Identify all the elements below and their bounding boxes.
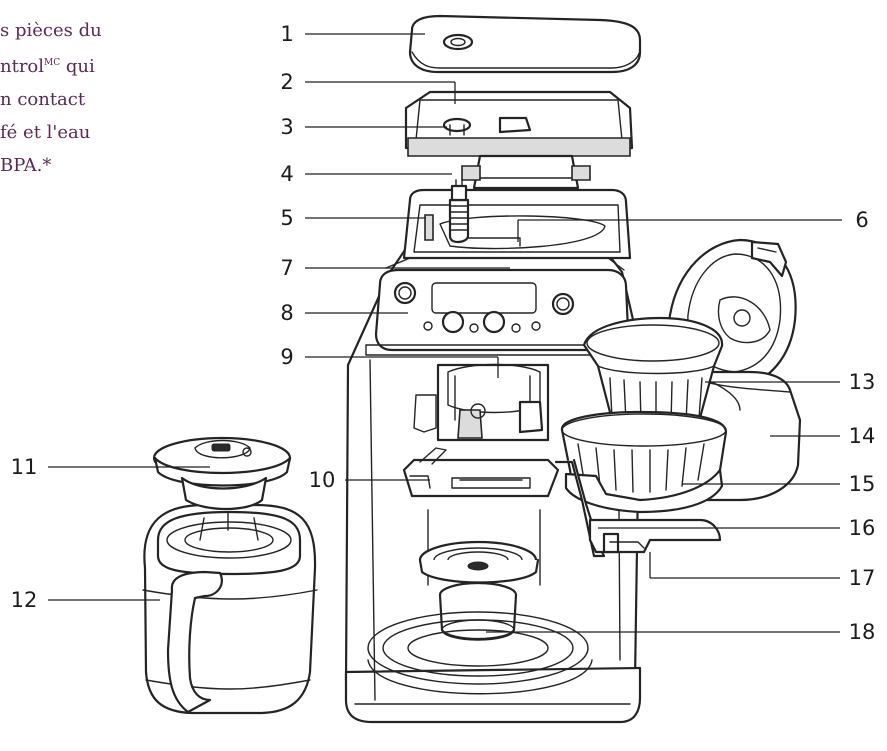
intro-text: s pièces du ntrolMC qui n contact fé et …	[0, 14, 102, 182]
callout-numbers: 1 2 3 4 5 6 7 8 9 10 11 12 13 14 15 16 1…	[11, 22, 876, 644]
callout-4: 4	[280, 162, 293, 186]
bean-hopper	[404, 90, 634, 190]
intro-line: BPA.*	[0, 155, 52, 176]
callout-leaders	[48, 33, 842, 633]
intro-line: fé et l'eau	[0, 122, 91, 143]
callout-17: 17	[849, 566, 876, 590]
bean-hopper-lid	[408, 14, 642, 74]
intro-line: s pièces du	[0, 20, 102, 41]
intro-line: ntrolMC qui	[0, 56, 95, 77]
brew-filter-basket	[582, 316, 724, 429]
callout-5: 5	[280, 206, 293, 230]
trademark-superscript: MC	[44, 58, 61, 68]
callout-8: 8	[280, 301, 293, 325]
callout-10: 10	[309, 468, 336, 492]
callout-14: 14	[849, 424, 876, 448]
callout-3: 3	[280, 115, 293, 139]
callout-11: 11	[11, 455, 38, 479]
coffee-maker-body	[344, 188, 642, 724]
callout-15: 15	[849, 472, 876, 496]
callout-16: 16	[849, 516, 876, 540]
intro-line: n contact	[0, 89, 86, 110]
callout-18: 18	[849, 620, 876, 644]
carafe-plate-support	[588, 518, 722, 554]
callout-13: 13	[849, 370, 876, 394]
callout-12: 12	[11, 588, 38, 612]
callout-2: 2	[280, 70, 293, 94]
callout-7: 7	[280, 256, 293, 280]
grinder-burr	[448, 179, 470, 244]
thermal-carafe	[142, 436, 318, 715]
callout-9: 9	[280, 345, 293, 369]
callout-1: 1	[280, 22, 293, 46]
callout-6: 6	[855, 208, 868, 232]
